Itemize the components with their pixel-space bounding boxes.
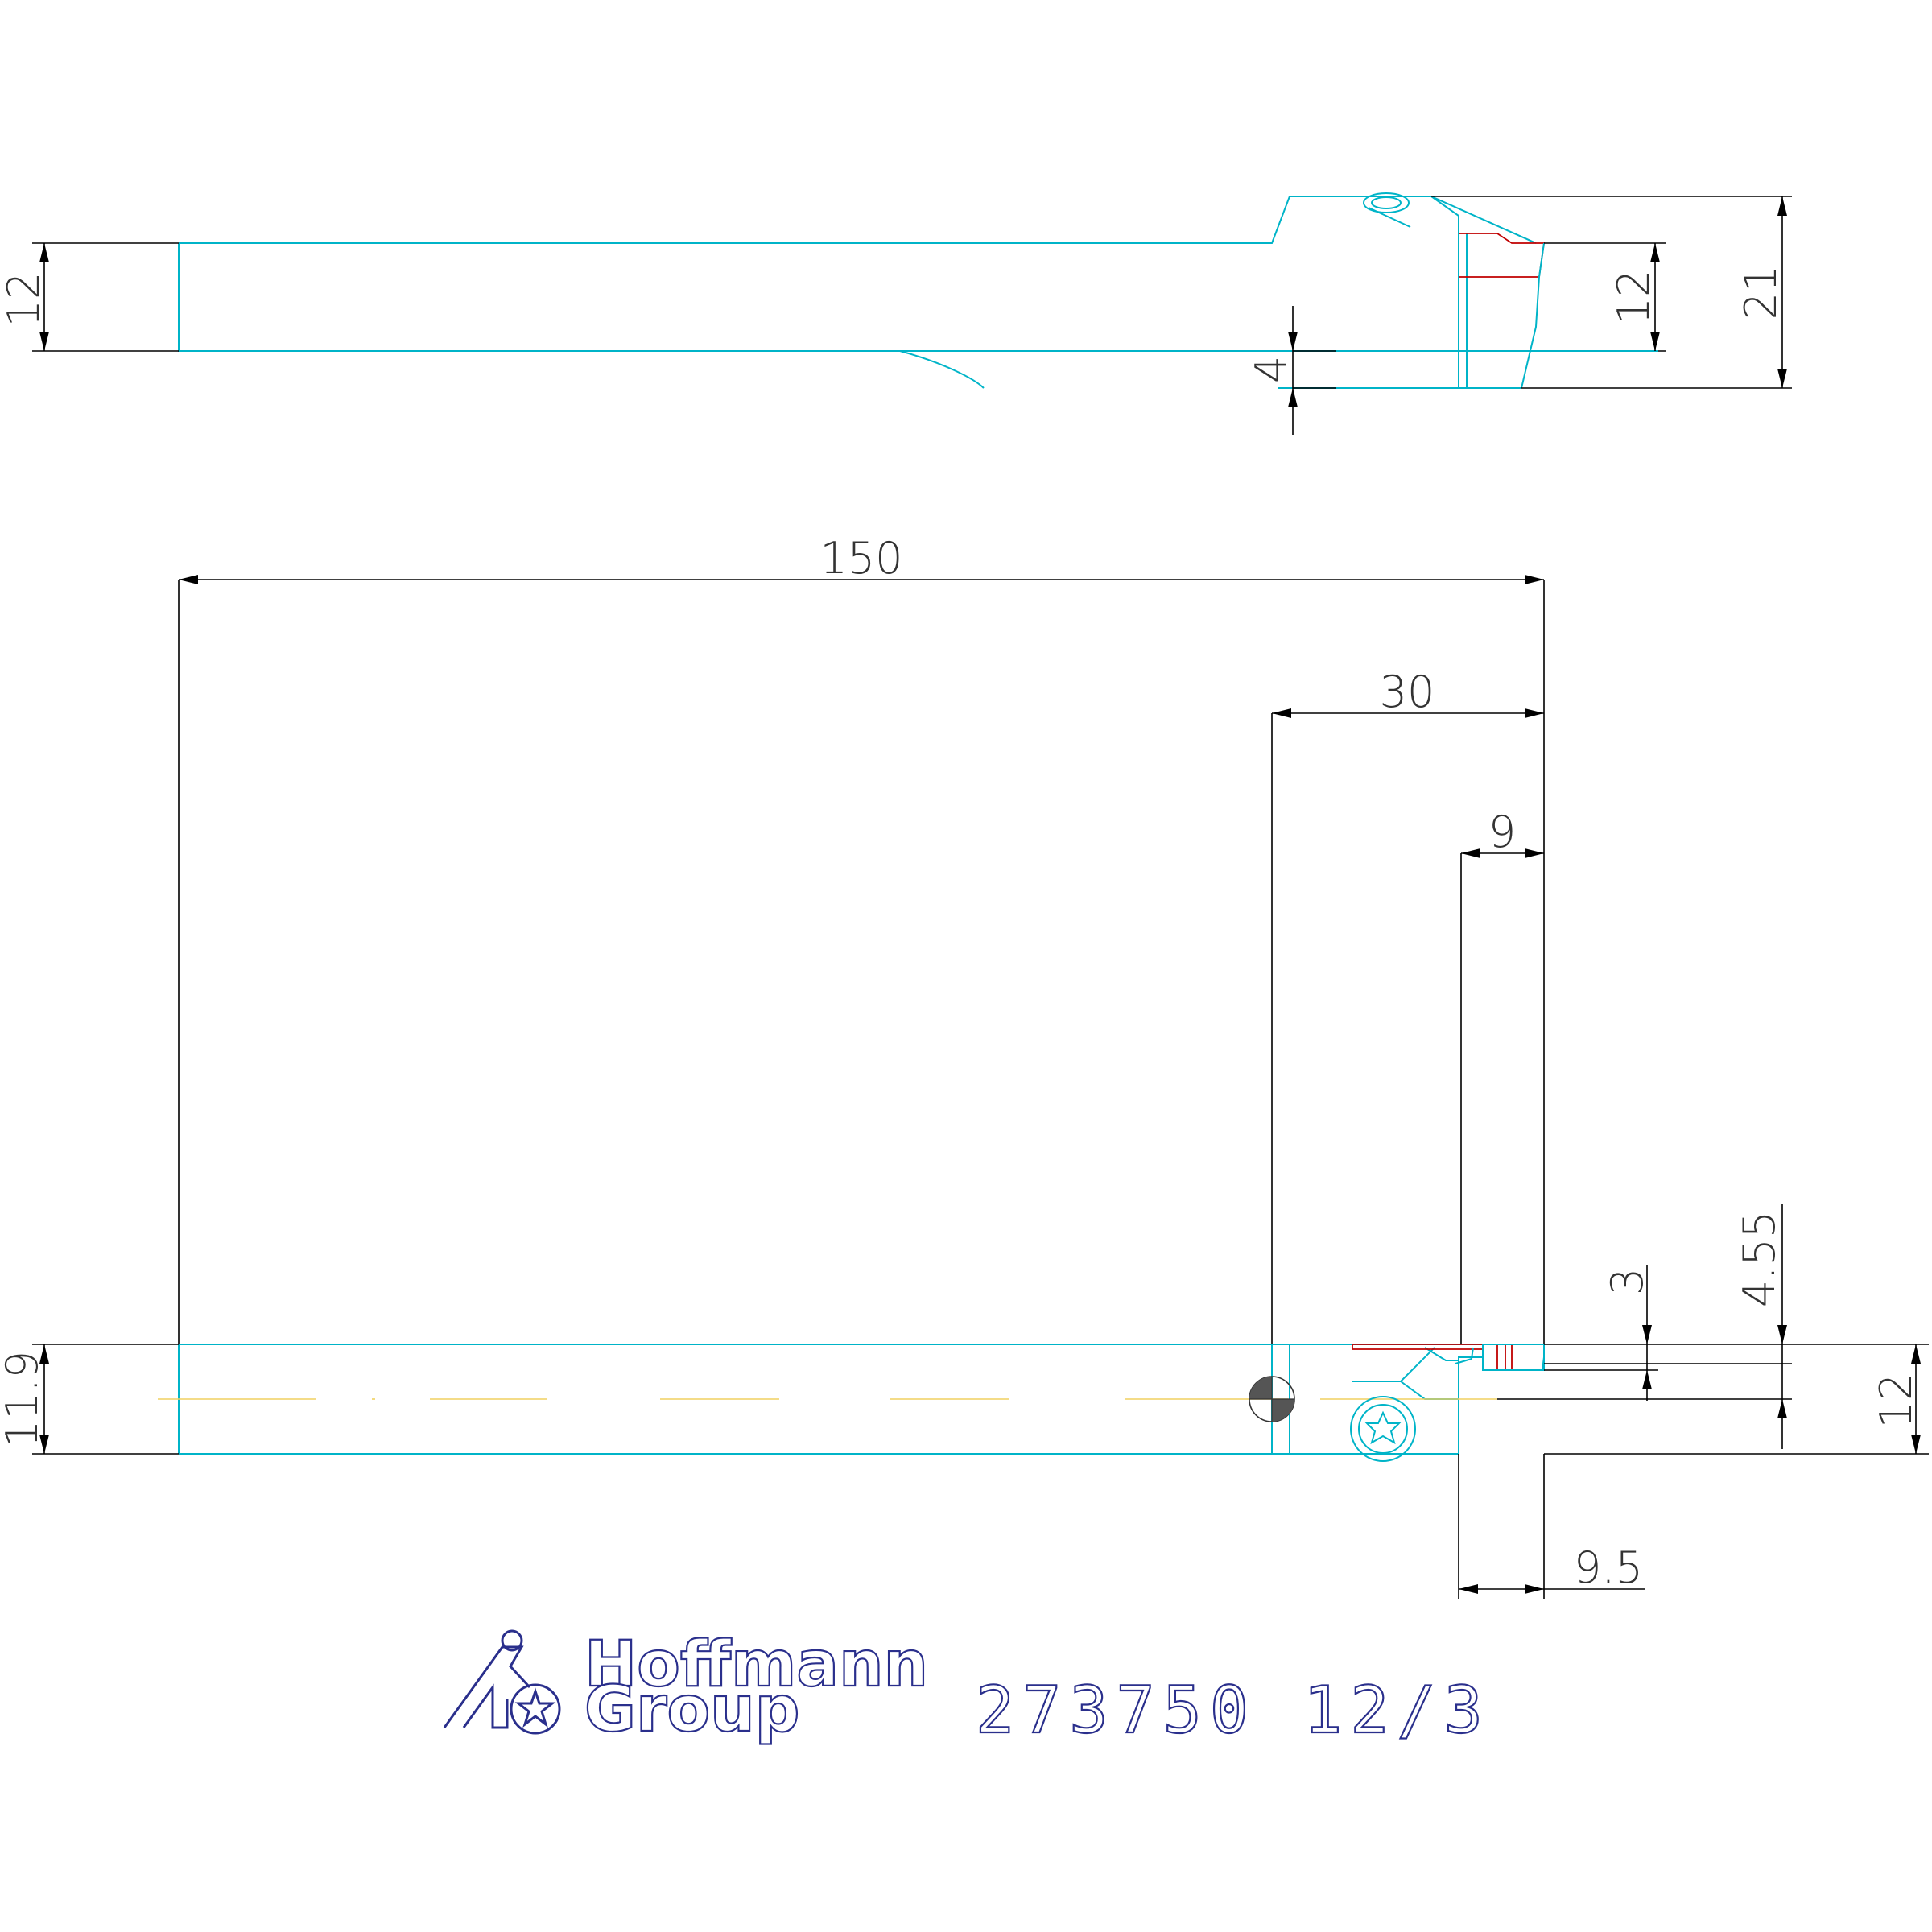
logo-mark — [443, 1629, 561, 1735]
dim-insert-offset: 4.55 — [1734, 1211, 1785, 1307]
logo-line2: Group — [584, 1674, 799, 1746]
clamp-screw-side — [1350, 1396, 1416, 1462]
dim-side-right-height: 12 — [1871, 1373, 1922, 1429]
dim-top-insert-height: 12 — [1608, 270, 1659, 325]
part-number: 273750 12/3 — [976, 1673, 1491, 1748]
top-view: 12 4 12 21 — [0, 192, 1792, 435]
dim-bottom-offset: 9.5 — [1574, 1542, 1643, 1593]
dim-head-length: 30 — [1380, 667, 1435, 717]
side-insert — [1352, 1344, 1545, 1371]
dim-top-head-height: 21 — [1736, 265, 1786, 320]
reference-mark — [1249, 1376, 1295, 1422]
dim-insert-overhang: 9 — [1488, 807, 1516, 857]
top-head-outline — [1290, 196, 1537, 388]
dim-cutting-width: 3 — [1602, 1268, 1653, 1295]
side-view: 150 30 9 3 4.55 12 11.9 9.5 — [0, 533, 1929, 1599]
hoffmann-logo: Hoffmann Group — [443, 1628, 929, 1747]
dim-top-left-height: 12 — [0, 272, 49, 328]
top-insert — [1459, 233, 1546, 278]
dim-overall-length: 150 — [819, 533, 902, 584]
clamp-screw-top — [1363, 192, 1411, 228]
dim-top-groove-depth: 4 — [1246, 356, 1297, 383]
top-shank-outline — [178, 196, 1658, 352]
logo-line1: Hoffmann — [584, 1629, 928, 1701]
dim-side-left-height: 11.9 — [0, 1351, 47, 1447]
